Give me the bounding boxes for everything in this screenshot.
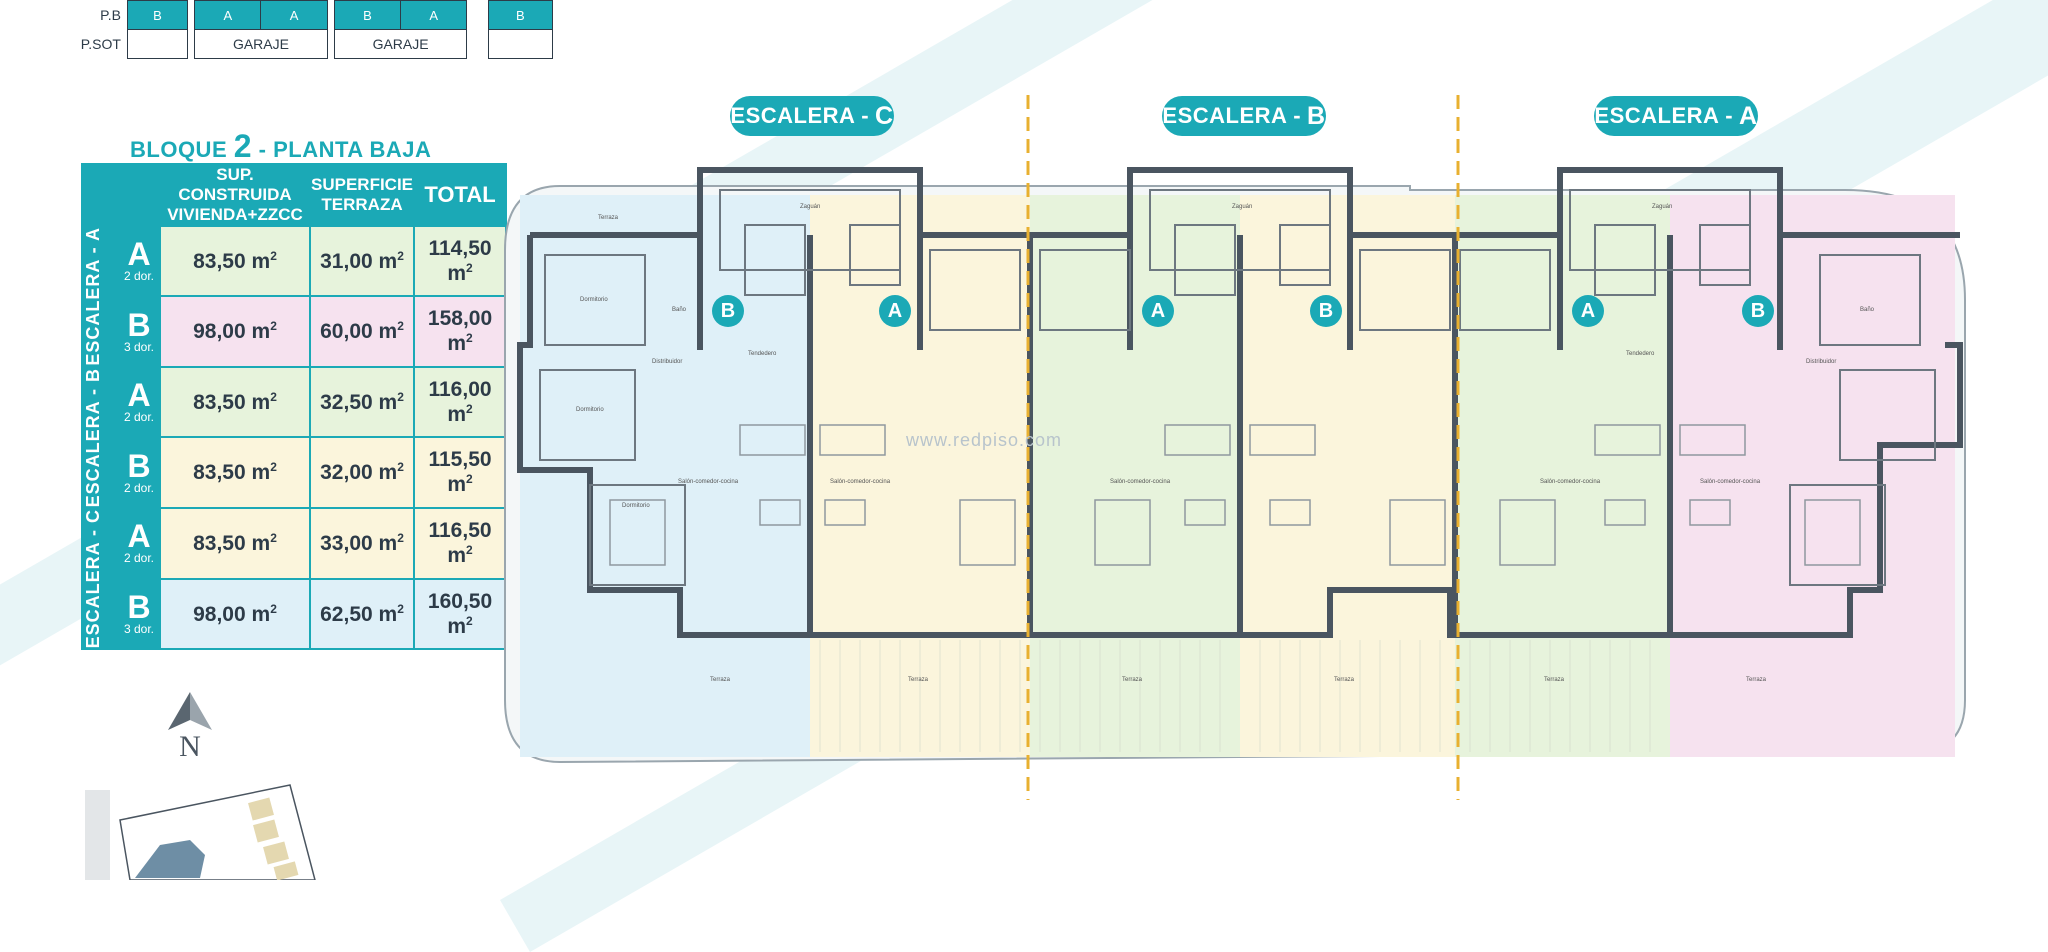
floor-cell: A: [400, 0, 468, 30]
room-label: Dormitorio: [622, 503, 650, 509]
built-value: 83,50 m2: [159, 365, 311, 439]
total-value: 116,50 m2: [413, 507, 508, 580]
zone-pink: [1670, 195, 1955, 757]
floor-plan: [504, 95, 1966, 800]
zone-blue: [520, 195, 810, 757]
room-label: Dormitorio: [580, 297, 608, 303]
bloque-title: BLOQUE 2 - PLANTA BAJA: [130, 128, 432, 164]
floor-label: P.B: [100, 7, 121, 23]
total-value: 158,00 m2: [413, 295, 508, 368]
garage-cell: GARAJE: [333, 29, 468, 59]
total-value: 115,50 m2: [413, 436, 508, 510]
site-plan-thumbnail: [85, 784, 316, 880]
stair-pill-a: ESCALERA - A: [1594, 96, 1758, 136]
compass-label: N: [179, 730, 201, 763]
room-label: Distribuidor: [1806, 359, 1837, 365]
stair-pill-b: ESCALERA - B: [1162, 96, 1326, 136]
bloque-number: 2: [233, 128, 253, 164]
room-label: Tendedero: [748, 351, 777, 357]
unit-badge: A: [879, 295, 911, 327]
terrace-value: 32,50 m2: [308, 365, 416, 439]
room-label: Terraza: [908, 677, 929, 683]
total-value: 160,50 m2: [413, 577, 508, 651]
room-label: Distribuidor: [652, 359, 683, 365]
terrace-hatch: [819, 640, 1651, 752]
floors-row-psot: P.SOT GARAJE GARAJE: [78, 29, 554, 59]
room-label: Zaguán: [1232, 204, 1253, 210]
floor-cell: A: [260, 0, 328, 30]
room-label: Salón-comedor-cocina: [1540, 479, 1601, 485]
stair-divider-lines: [1026, 95, 1460, 800]
built-value: 83,50 m2: [159, 224, 311, 298]
room-label: Zaguán: [800, 204, 821, 210]
unit-badge: B: [712, 295, 744, 327]
built-value: 83,50 m2: [159, 507, 311, 580]
built-value: 98,00 m2: [159, 577, 311, 651]
total-value: 116,00 m2: [413, 365, 508, 439]
room-label: Salón-comedor-cocina: [1700, 479, 1761, 485]
header-total: TOTAL: [413, 163, 508, 227]
zone-green: [1030, 195, 1240, 757]
walls: [517, 167, 1963, 638]
furniture: [609, 424, 1861, 566]
room-label: Baño: [1860, 307, 1875, 313]
room-label: Salón-comedor-cocina: [678, 479, 739, 485]
room-label: Terraza: [1334, 677, 1355, 683]
stair-label: ESCALERA - A: [81, 225, 119, 368]
room-label: Terraza: [710, 677, 731, 683]
built-value: 98,00 m2: [159, 295, 311, 368]
room-label: Salón-comedor-cocina: [830, 479, 891, 485]
unit-badge: A: [1572, 295, 1604, 327]
floor-cell: B: [333, 0, 402, 30]
terrace-value: 33,00 m2: [308, 507, 416, 580]
room-label: Tendedero: [1626, 351, 1655, 357]
floor-label: P.SOT: [80, 36, 121, 52]
room-label: Baño: [672, 307, 687, 313]
terrace-value: 62,50 m2: [308, 577, 416, 651]
terrace-value: 32,00 m2: [308, 436, 416, 510]
north-compass-icon: N: [160, 690, 220, 770]
room-label: Terraza: [598, 215, 619, 221]
terrace-value: 31,00 m2: [308, 224, 416, 298]
room-label: Terraza: [1544, 677, 1565, 683]
unit-badge: B: [1742, 295, 1774, 327]
garage-cell: GARAJE: [194, 29, 328, 59]
floors-row-pb: P.B B A A B A B: [78, 0, 554, 30]
terrace-value: 60,00 m2: [308, 295, 416, 368]
unit-badge: A: [1142, 295, 1174, 327]
floors-table: P.B B A A B A B P.SOT GARAJE GARAJE: [78, 0, 554, 59]
room-label: Salón-comedor-cocina: [1110, 479, 1171, 485]
unit-badge: B: [1310, 295, 1342, 327]
interior-walls: [539, 189, 1936, 586]
watermark: www.redpiso.com: [906, 430, 1063, 450]
stair-label: ESCALERA - B: [81, 365, 119, 510]
floor-cell: A: [194, 0, 262, 30]
stair-label: ESCALERA - C: [81, 507, 119, 651]
room-label: Terraza: [1122, 677, 1143, 683]
room-label: Dormitorio: [576, 407, 604, 413]
total-value: 114,50 m2: [413, 224, 508, 298]
stair-pill-c: ESCALERA - C: [730, 96, 894, 136]
room-label: Zaguán: [1652, 204, 1673, 210]
floor-cell: B: [487, 0, 554, 30]
room-label: Terraza: [1746, 677, 1767, 683]
built-value: 83,50 m2: [159, 436, 311, 510]
